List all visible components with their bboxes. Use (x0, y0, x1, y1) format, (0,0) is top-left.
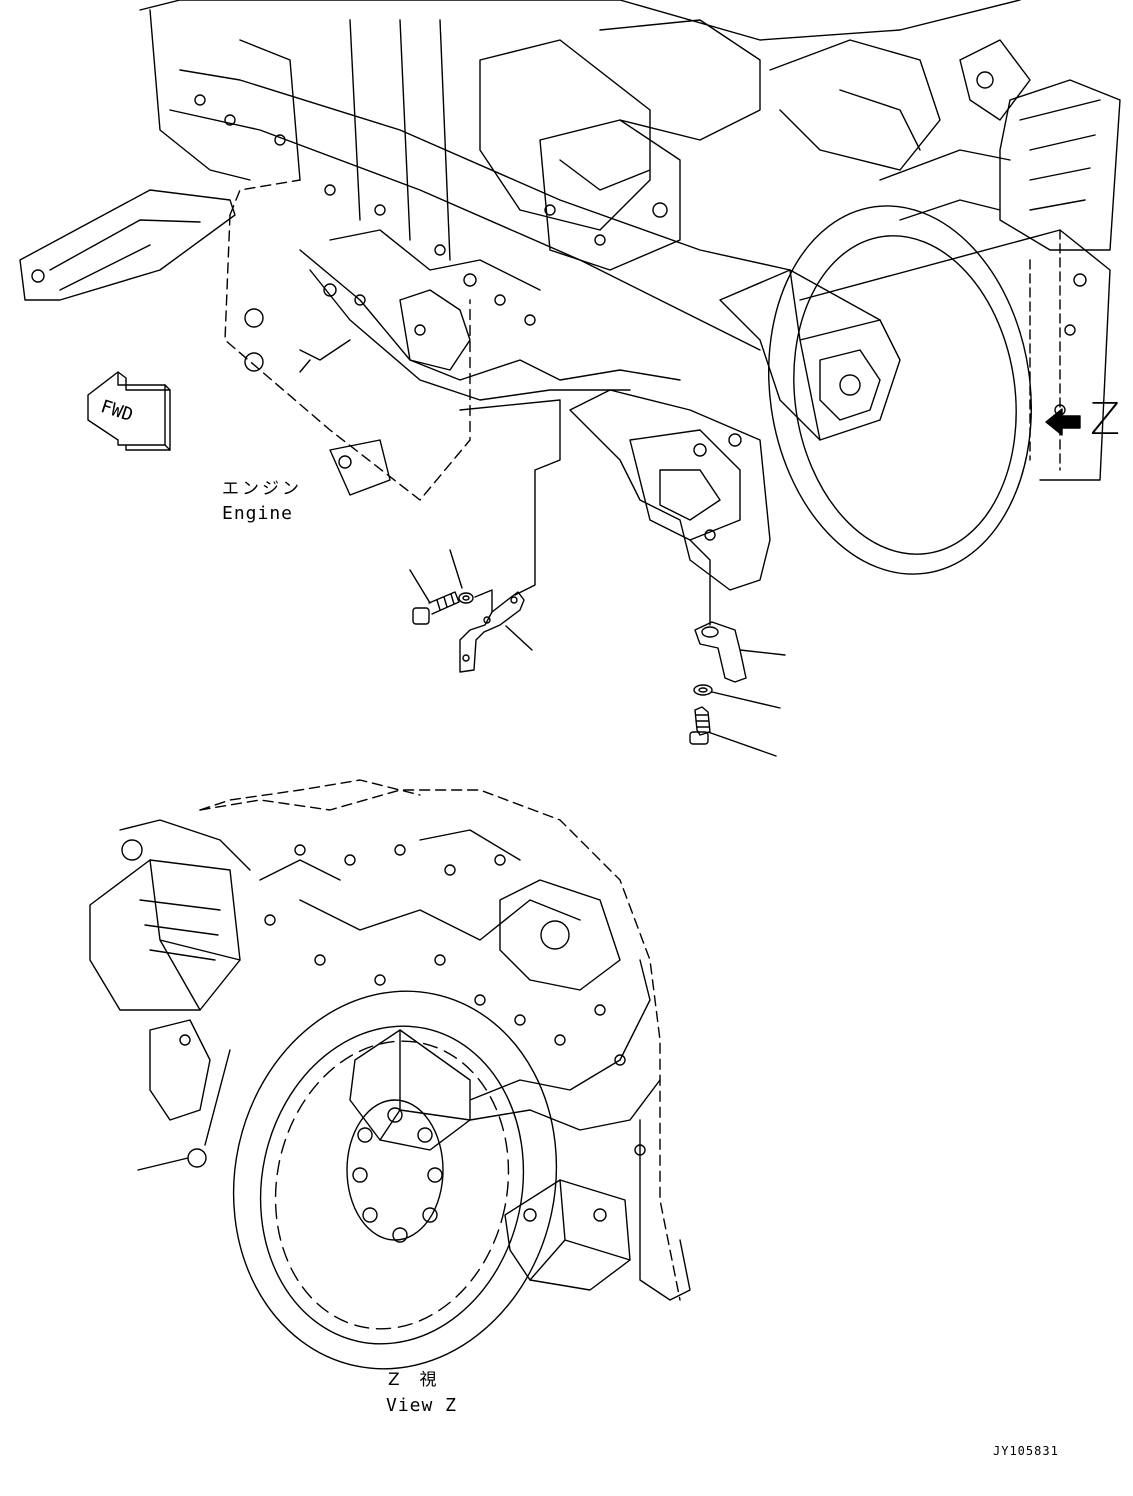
bracket-part-right (695, 622, 785, 682)
washer-part-left (450, 550, 473, 603)
bracket-part-left (460, 590, 532, 672)
engine-assembly-top (20, 0, 1120, 625)
view-z-marker: Z (1090, 394, 1121, 445)
engine-label-jp: エンジン (222, 479, 302, 499)
engine-assembly-view-z (90, 780, 690, 1399)
washer-part-right (694, 685, 780, 708)
bolt-part-left (410, 570, 459, 624)
drawing-code: JY105831 (993, 1444, 1059, 1458)
engine-label-en: Engine (222, 503, 294, 524)
view-z-label-jp: Z 視 (388, 1370, 440, 1390)
fwd-arrow-icon (88, 372, 170, 450)
view-z-label-en: View Z (386, 1395, 458, 1416)
left-arrow-icon (1046, 409, 1080, 435)
bolt-part-right (690, 707, 776, 756)
